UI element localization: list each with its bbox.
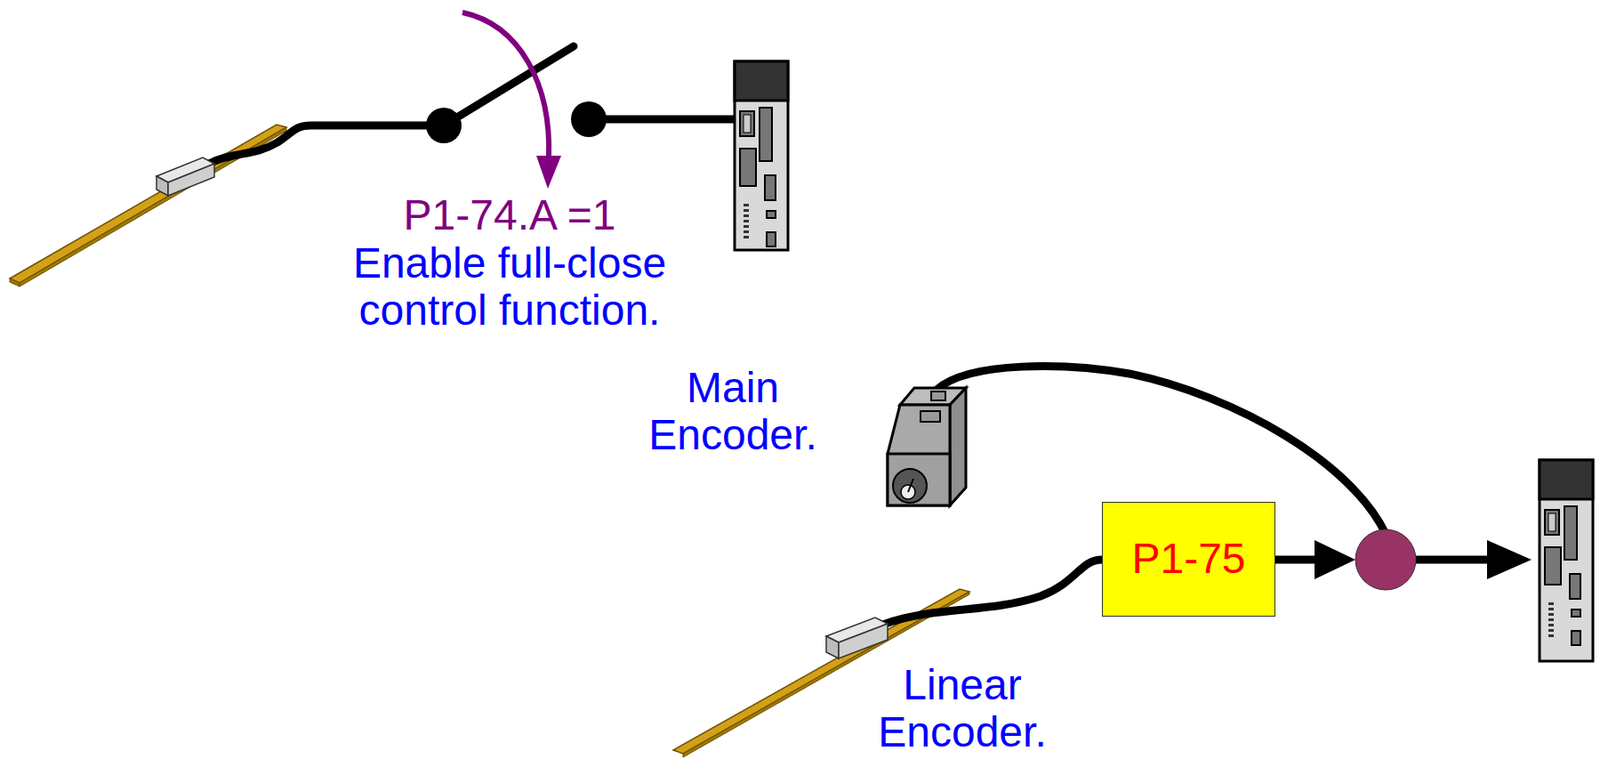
encoder-cable bbox=[209, 125, 444, 164]
part-label: Main Encoder. bbox=[617, 364, 849, 459]
parameter-label: P1-74.A =1 bbox=[278, 192, 741, 240]
linear-scale bbox=[9, 124, 287, 287]
servo-drive bbox=[1539, 459, 1593, 661]
switch bbox=[426, 46, 735, 144]
reader-head bbox=[826, 617, 888, 659]
switch-arrow bbox=[462, 12, 562, 189]
note-text: Enable full-close control function. bbox=[313, 240, 706, 335]
servo-drive bbox=[734, 61, 788, 250]
summing-point bbox=[1355, 529, 1416, 590]
parameter-box: P1-75 bbox=[1101, 501, 1276, 617]
reader-head bbox=[156, 157, 215, 196]
encoder-cable bbox=[880, 559, 1102, 626]
servo-motor bbox=[887, 387, 966, 506]
part-label: Linear Encoder. bbox=[846, 661, 1078, 756]
parameter-name: P1-75 bbox=[1131, 535, 1246, 583]
